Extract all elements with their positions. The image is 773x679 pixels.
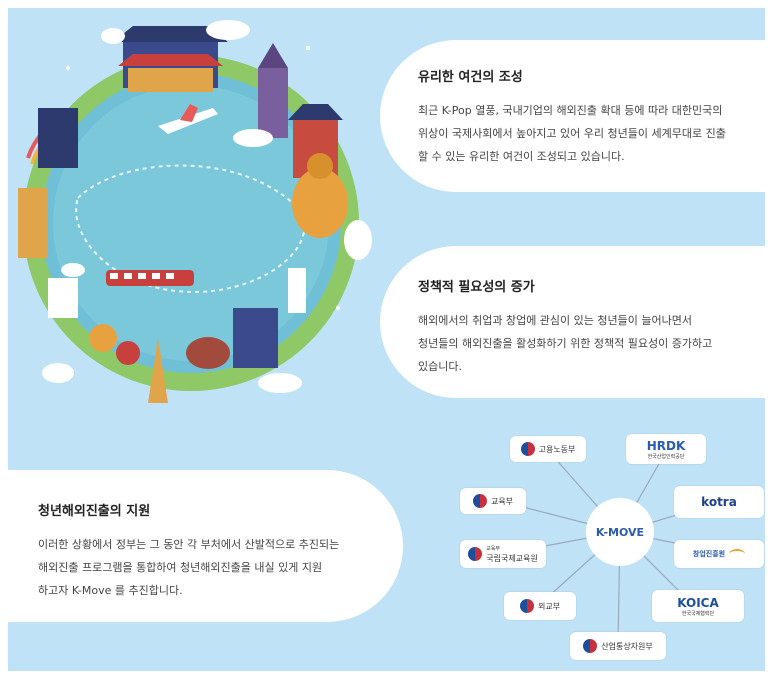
node-motie: 산업통상자원부 xyxy=(570,632,666,660)
korea-emblem-icon xyxy=(583,639,598,653)
globe-illustration xyxy=(18,20,372,403)
card-line: 최근 K-Pop 열풍, 국내기업의 해외진출 확대 등에 따라 대한민국의 xyxy=(418,104,723,117)
startup-swoosh-icon xyxy=(729,549,746,559)
page-frame: 유리한 여건의 조성 최근 K-Pop 열풍, 국내기업의 해외진출 확대 등에… xyxy=(8,8,765,671)
node-kotra: kotra xyxy=(674,486,764,518)
card-title: 유리한 여건의 조성 xyxy=(418,70,523,85)
card-body: 이러한 상황에서 정부는 그 동안 각 부처에서 산발적으로 추진되는 해외진출… xyxy=(38,533,403,602)
node-moel: 고용노동부 xyxy=(510,436,586,462)
card-line: 해외진출 프로그램을 통합하여 청년해외진출을 내실 있게 지원 xyxy=(38,561,323,574)
hrdk-logo: HRDK xyxy=(646,438,686,453)
node-startup: 창업진흥원 xyxy=(674,540,764,568)
card-body: 최근 K-Pop 열풍, 국내기업의 해외진출 확대 등에 따라 대한민국의 위… xyxy=(418,99,765,168)
koica-sub-label: 한국국제협력단 xyxy=(681,610,715,617)
card-line: 이러한 상황에서 정부는 그 동안 각 부처에서 산발적으로 추진되는 xyxy=(38,538,340,551)
card-title: 청년해외진출의 지원 xyxy=(38,504,151,519)
card-body: 해외에서의 취업과 창업에 관심이 있는 청년들이 늘어나면서 청년들의 해외진… xyxy=(418,309,765,378)
node-niied: 교육부 국립국제교육원 xyxy=(460,540,546,568)
card-line: 하고자 K-Move 를 추진합니다. xyxy=(38,584,183,597)
kmove-hub: K-MOVE xyxy=(586,498,654,566)
node-label: 교육부 xyxy=(490,496,514,506)
node-label: 고용노동부 xyxy=(538,444,576,454)
card-line: 청년들의 해외진출을 활성화하기 위한 정책적 필요성이 증가하고 xyxy=(418,337,713,350)
node-label: 산업통상자원부 xyxy=(601,641,653,651)
node-moe: 교육부 xyxy=(460,488,526,514)
niied-small-label: 교육부 xyxy=(486,546,501,552)
policy-need-card: 정책적 필요성의 증가 해외에서의 취업과 창업에 관심이 있는 청년들이 늘어… xyxy=(380,246,765,398)
hrdk-sub-label: 한국산업인력공단 xyxy=(647,453,685,460)
korea-emblem-icon xyxy=(468,547,483,561)
youth-support-card: 청년해외진출의 지원 이러한 상황에서 정부는 그 동안 각 부처에서 산발적으… xyxy=(8,470,403,622)
kmove-diagram: K-MOVE 고용노동부 HRDK 한국산업인력공단 교육부 kotra 교육부… xyxy=(448,426,765,671)
node-mofa: 외교부 xyxy=(504,592,576,620)
card-line: 위상이 국제사회에서 높아지고 있어 우리 청년들이 세계무대로 진출 xyxy=(418,127,726,140)
card-title: 정책적 필요성의 증가 xyxy=(418,280,535,295)
favorable-conditions-card: 유리한 여건의 조성 최근 K-Pop 열풍, 국내기업의 해외진출 확대 등에… xyxy=(380,40,765,192)
node-hrdk: HRDK 한국산업인력공단 xyxy=(626,434,706,464)
korea-emblem-icon xyxy=(520,442,535,456)
node-koica: KOICA 한국국제협력단 xyxy=(652,590,744,622)
niied-text: 교육부 국립국제교육원 xyxy=(486,545,538,563)
koica-logo: KOICA xyxy=(677,595,719,610)
startup-logo: 창업진흥원 xyxy=(692,550,726,558)
korea-emblem-icon xyxy=(472,494,487,508)
card-line: 있습니다. xyxy=(418,360,462,373)
card-line: 해외에서의 취업과 창업에 관심이 있는 청년들이 늘어나면서 xyxy=(418,314,692,327)
node-label: 국립국제교육원 xyxy=(486,554,538,563)
node-label: 외교부 xyxy=(537,601,561,611)
kotra-logo: kotra xyxy=(701,495,737,509)
korea-emblem-icon xyxy=(519,599,534,613)
card-line: 할 수 있는 유리한 여건이 조성되고 있습니다. xyxy=(418,150,625,163)
